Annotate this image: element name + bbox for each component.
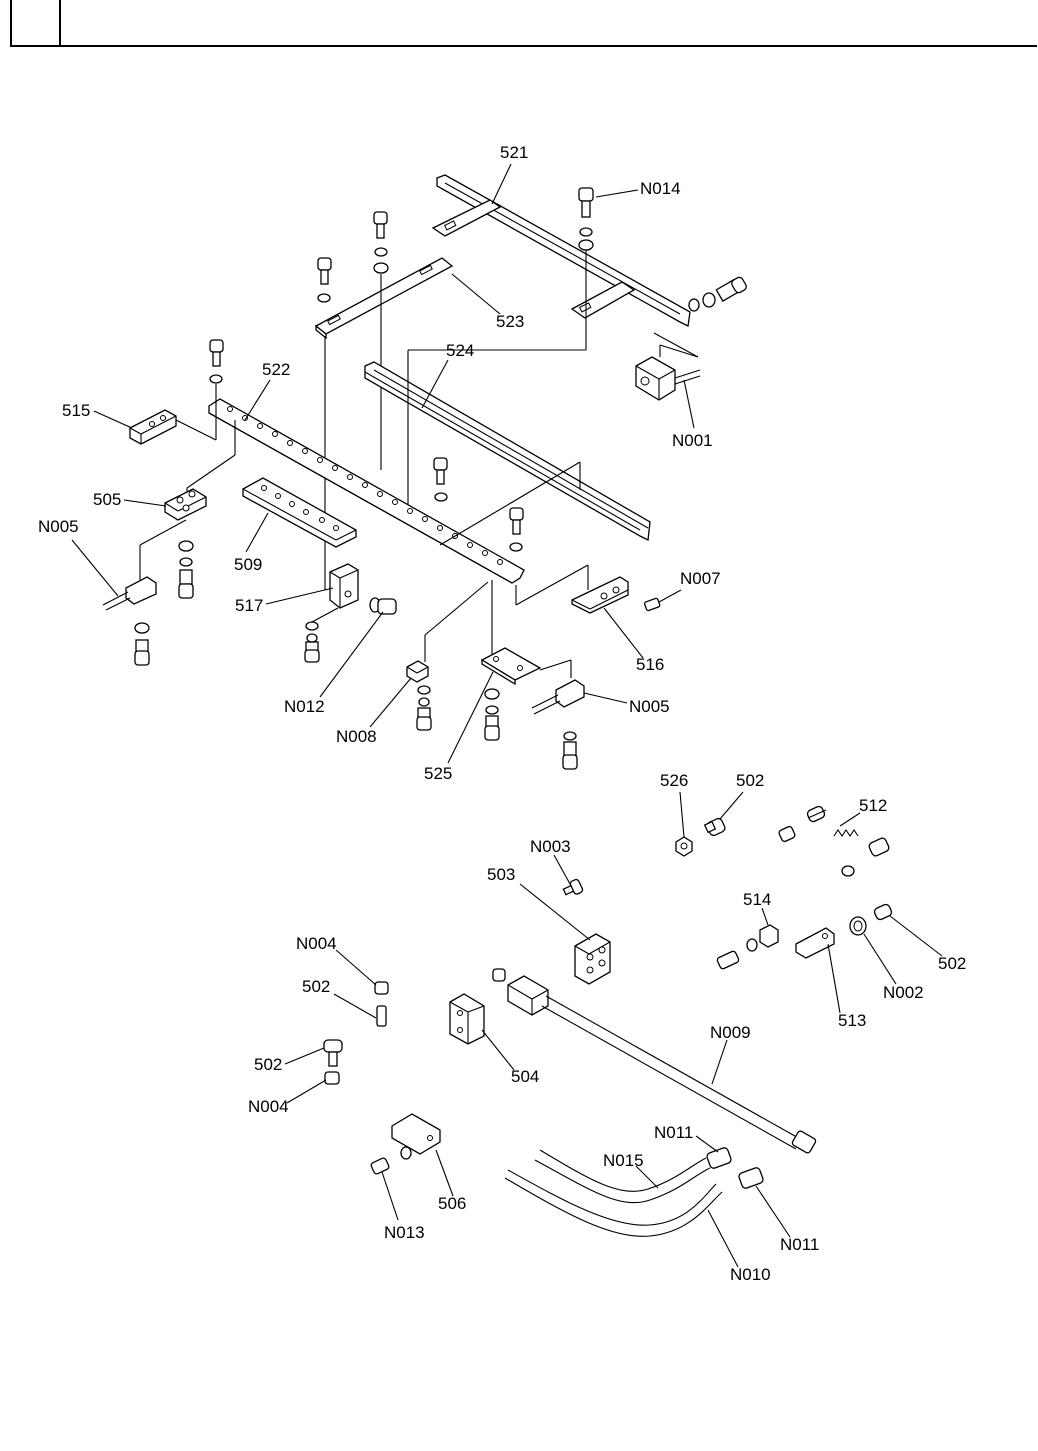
- part-N005-sensor-right: [532, 660, 584, 769]
- label-N003: N003: [530, 837, 571, 856]
- label-N011-left: N011: [654, 1123, 693, 1142]
- part-516-bracket: [516, 565, 628, 613]
- part-screw-522-left: [210, 340, 223, 440]
- part-N007-screw: [644, 598, 660, 611]
- label-522: 522: [262, 360, 290, 379]
- part-block-valve: [493, 969, 548, 1015]
- part-526-nut: [676, 837, 692, 856]
- label-505: 505: [93, 490, 121, 509]
- part-N011-fitting-right: [738, 1167, 764, 1190]
- part-N011-fitting-left: [706, 1147, 732, 1170]
- label-N002: N002: [883, 983, 924, 1002]
- label-N012: N012: [284, 697, 325, 716]
- part-502-screw-right: [873, 903, 893, 921]
- label-N015: N015: [603, 1151, 644, 1170]
- label-509: 509: [234, 555, 262, 574]
- label-N010: N010: [730, 1265, 771, 1284]
- part-502-screw-top: [705, 817, 727, 836]
- label-N005-left: N005: [38, 517, 79, 536]
- label-504: 504: [511, 1067, 539, 1086]
- part-505-block: [140, 420, 235, 598]
- label-N014: N014: [640, 179, 681, 198]
- part-N005-sensor-left: [103, 577, 156, 665]
- part-N014-screw: [579, 188, 593, 300]
- label-526: 526: [660, 771, 688, 790]
- label-523: 523: [496, 312, 524, 331]
- label-N005-right: N005: [629, 697, 670, 716]
- part-521-rail: [433, 175, 698, 357]
- label-N008: N008: [336, 727, 377, 746]
- label-516: 516: [636, 655, 664, 674]
- label-N013: N013: [384, 1223, 425, 1242]
- label-N004-bottom: N004: [248, 1097, 289, 1116]
- label-513: 513: [838, 1011, 866, 1030]
- label-N001: N001: [672, 431, 713, 450]
- part-517-bracket: [305, 564, 358, 662]
- label-525: 525: [424, 764, 452, 783]
- label-514: 514: [743, 890, 771, 909]
- label-524: 524: [446, 341, 474, 360]
- label-515: 515: [62, 401, 90, 420]
- label-502-right: 502: [938, 954, 966, 973]
- part-N012-knob: [370, 598, 396, 614]
- part-514-nut: [716, 925, 778, 970]
- label-N011-right: N011: [780, 1235, 819, 1254]
- label-502-left: 502: [254, 1055, 282, 1074]
- label-N007: N007: [680, 569, 721, 588]
- part-N004-nut-top: [375, 982, 388, 1026]
- label-506: 506: [438, 1194, 466, 1213]
- label-N004-top: N004: [296, 934, 337, 953]
- label-502-mid: 502: [302, 977, 330, 996]
- part-513-lever: [796, 928, 834, 958]
- part-512-spring: [778, 805, 890, 876]
- part-screw-rail-end: [689, 276, 748, 311]
- part-525-bracket: [482, 580, 540, 740]
- part-N002-nut: [850, 917, 866, 935]
- part-515-bracket: [130, 410, 216, 444]
- part-labels: 521 N014 523 524 522 515 N001 505 N005 5…: [38, 143, 966, 1284]
- part-N003-screw: [563, 879, 583, 895]
- label-512: 512: [859, 796, 887, 815]
- part-506-bracket: [370, 1114, 440, 1175]
- part-502-screw-left: [324, 1040, 342, 1084]
- label-521: 521: [500, 143, 528, 162]
- label-502-top: 502: [736, 771, 764, 790]
- label-517: 517: [235, 596, 263, 615]
- part-504-bracket: [450, 994, 484, 1044]
- part-503-plate: [575, 934, 610, 984]
- part-509-plate: [243, 478, 356, 547]
- label-503: 503: [487, 865, 515, 884]
- label-N009: N009: [710, 1023, 751, 1042]
